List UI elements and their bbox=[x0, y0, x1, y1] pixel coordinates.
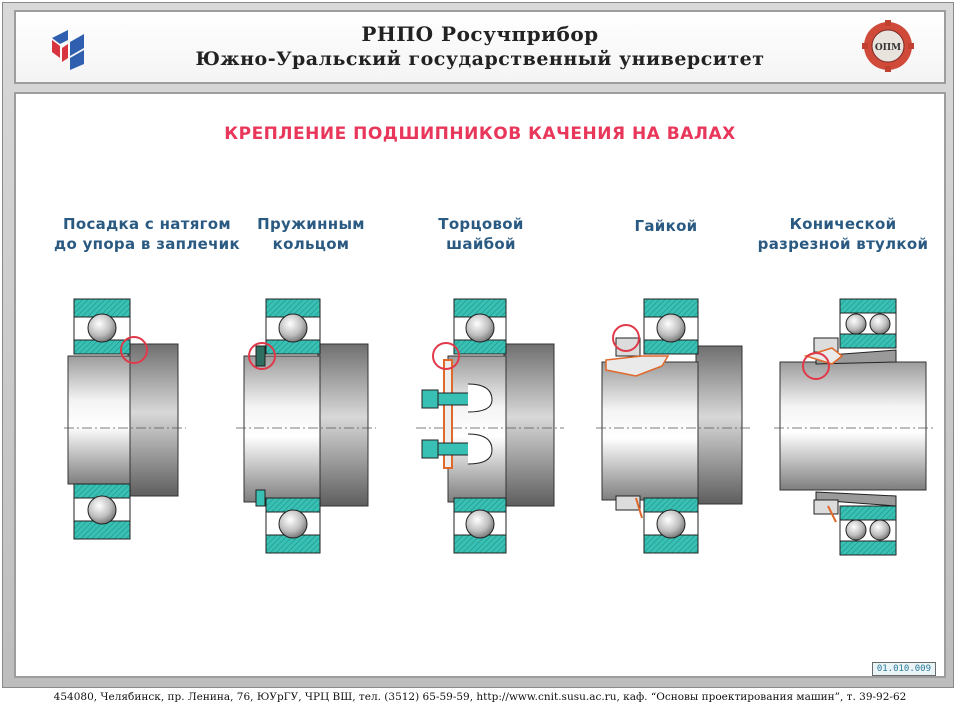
nut-bottom bbox=[813, 499, 839, 515]
bearing-top bbox=[73, 298, 131, 355]
drawing-snap-ring bbox=[236, 298, 376, 554]
emblem-text: ОПМ bbox=[875, 43, 901, 53]
bearing-top bbox=[839, 298, 897, 349]
lock-washer-top bbox=[605, 355, 670, 377]
bolt-top bbox=[421, 383, 493, 413]
bearing-bottom bbox=[643, 497, 699, 554]
snap-ring-bottom bbox=[255, 489, 266, 507]
bearing-top bbox=[643, 298, 699, 355]
shaft bbox=[779, 361, 927, 491]
shaft bbox=[601, 361, 699, 501]
nut-bottom bbox=[615, 495, 641, 511]
end-washer bbox=[443, 359, 453, 469]
department-emblem-icon: ОПМ bbox=[862, 20, 914, 72]
shaft bbox=[67, 355, 131, 485]
shaft-step bbox=[317, 343, 369, 507]
shaft-step bbox=[127, 343, 179, 497]
shaft bbox=[243, 355, 321, 503]
shaft-step bbox=[695, 345, 743, 505]
callout-circle bbox=[248, 342, 276, 370]
slide-code: 01.010.009 bbox=[871, 662, 936, 676]
callout-circle bbox=[432, 342, 460, 370]
rosuchpribor-logo-icon bbox=[52, 30, 84, 70]
bolt-bottom bbox=[421, 433, 493, 465]
drawing-nut bbox=[596, 298, 750, 554]
drawing-adapter-sleeve bbox=[774, 298, 936, 556]
content-panel: КРЕПЛЕНИЕ ПОДШИПНИКОВ КАЧЕНИЯ НА ВАЛАХ П… bbox=[14, 92, 946, 678]
callout-circle bbox=[802, 352, 830, 380]
method-label-nut: Гайкой bbox=[634, 217, 698, 235]
lock-washer-bottom bbox=[827, 505, 837, 523]
drawing-interference-fit bbox=[64, 298, 186, 540]
bearing-drawings bbox=[64, 298, 936, 556]
bearing-top bbox=[265, 298, 321, 355]
callout-circle bbox=[120, 336, 148, 364]
bearing-bottom bbox=[839, 505, 897, 556]
bearing-bottom bbox=[453, 497, 507, 554]
slide-title: КРЕПЛЕНИЕ ПОДШИПНИКОВ КАЧЕНИЯ НА ВАЛАХ bbox=[224, 124, 736, 144]
university-name: Южно-Уральский государственный университ… bbox=[195, 48, 765, 70]
shaft-step bbox=[503, 343, 555, 507]
header-banner: РНПО Росучприбор Южно-Уральский государс… bbox=[14, 10, 946, 84]
organization-name: РНПО Росучприбор bbox=[361, 22, 599, 46]
footer-contact: 454080, Челябинск, пр. Ленина, 76, ЮУрГУ… bbox=[53, 691, 907, 703]
shaft bbox=[447, 355, 507, 503]
callout-circle bbox=[612, 324, 640, 352]
drawing-end-washer bbox=[416, 298, 564, 554]
bearing-bottom bbox=[265, 497, 321, 554]
bearing-top bbox=[453, 298, 507, 355]
bearing-bottom bbox=[73, 483, 131, 540]
snap-ring-top bbox=[255, 345, 266, 367]
lock-washer-bottom bbox=[635, 497, 643, 519]
